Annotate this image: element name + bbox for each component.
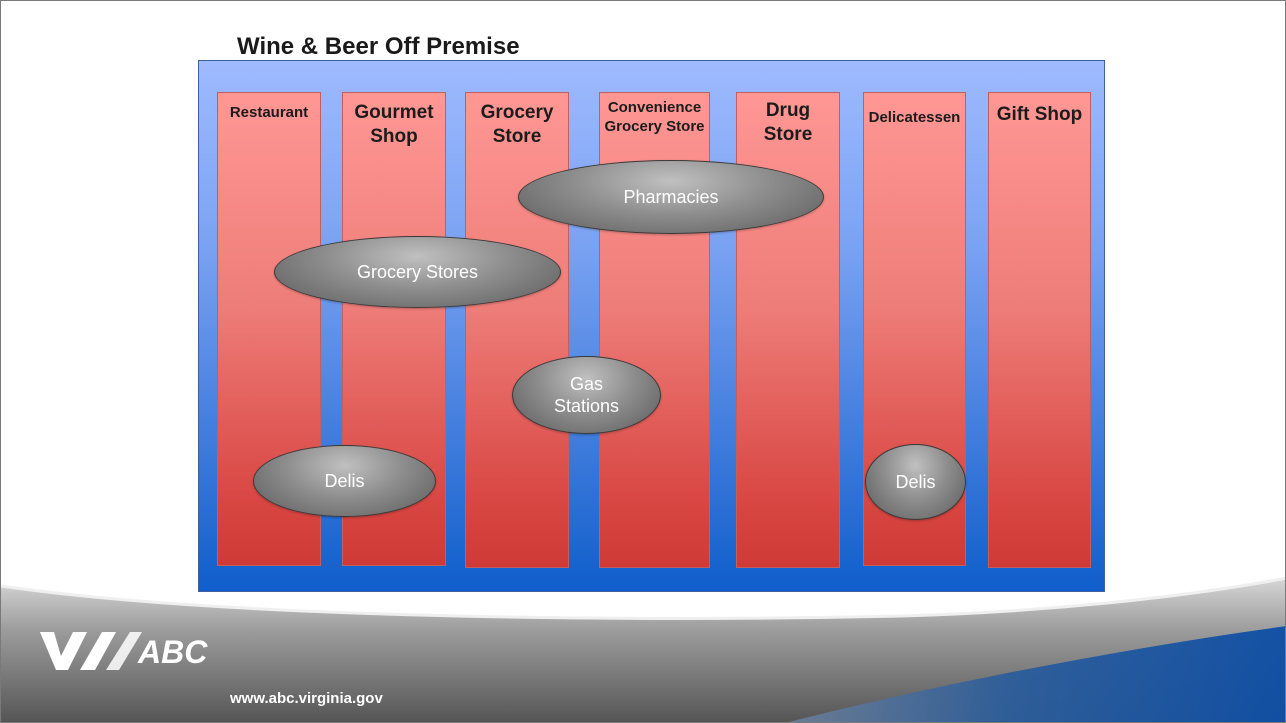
va-abc-logo: ABC [40, 632, 208, 670]
slide-title: Wine & Beer Off Premise [237, 33, 520, 60]
svg-text:ABC: ABC [137, 634, 208, 670]
column-label: Convenience Grocery Store [604, 99, 705, 135]
footer-band [1, 576, 1285, 722]
overlay-grocery-stores: Grocery Stores [274, 236, 561, 308]
column-label: Gift Shop [996, 104, 1083, 125]
column-grocery-store: Grocery Store [465, 92, 569, 568]
column-label: Delicatessen [868, 109, 961, 126]
column-gift-shop: Gift Shop [988, 92, 1091, 568]
column-label: Gourmet Shop [354, 102, 434, 147]
column-label: Restaurant [229, 104, 309, 121]
overlay-delis: Delis [253, 445, 436, 517]
overlay-gas-stations: Gas Stations [512, 356, 661, 434]
category-panel: Restaurant Gourmet Shop Grocery Store Co… [198, 60, 1105, 592]
column-drug-store: Drug Store [736, 92, 840, 568]
column-label: Drug Store [763, 100, 813, 145]
overlay-pharmacies: Pharmacies [518, 160, 824, 234]
column-label: Grocery Store [480, 102, 554, 147]
overlay-delis: Delis [865, 444, 966, 520]
footer-url[interactable]: www.abc.virginia.gov [230, 690, 383, 707]
